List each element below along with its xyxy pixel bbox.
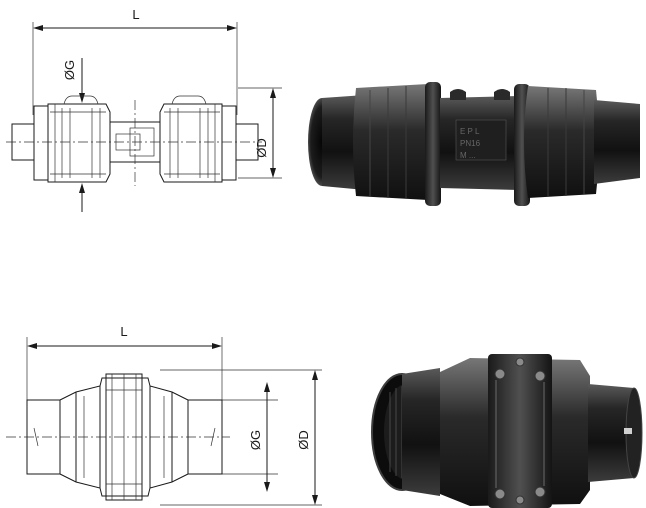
top-outer-dimension: ØD (238, 87, 282, 179)
bottom-outer-label: ØD (296, 430, 311, 450)
top-outer-label: ØD (254, 138, 269, 158)
svg-text:E P L: E P L (460, 127, 480, 136)
svg-text:M ...: M ... (460, 151, 476, 160)
bottom-outer-dimension: ØD (160, 369, 322, 506)
svg-text:PN16: PN16 (460, 139, 481, 148)
bottom-coupling-drawing: L ØG ØD (6, 324, 322, 506)
bottom-coupling-photo (371, 354, 643, 508)
top-length-label: L (132, 7, 139, 22)
bottom-grip-label: ØG (248, 430, 263, 450)
top-grip-label: ØG (62, 60, 77, 80)
top-coupling-outline (11, 95, 259, 183)
bottom-length-label: L (120, 324, 127, 339)
top-grip-dimension: ØG (62, 58, 85, 212)
top-length-dimension: L (32, 7, 238, 115)
bottom-length-dimension: L (26, 324, 223, 400)
bottom-grip-dimension: ØG (222, 382, 278, 492)
top-coupling-photo: E P L PN16 M ... (308, 82, 640, 206)
top-coupling-drawing: L ØG ØD (6, 7, 282, 212)
